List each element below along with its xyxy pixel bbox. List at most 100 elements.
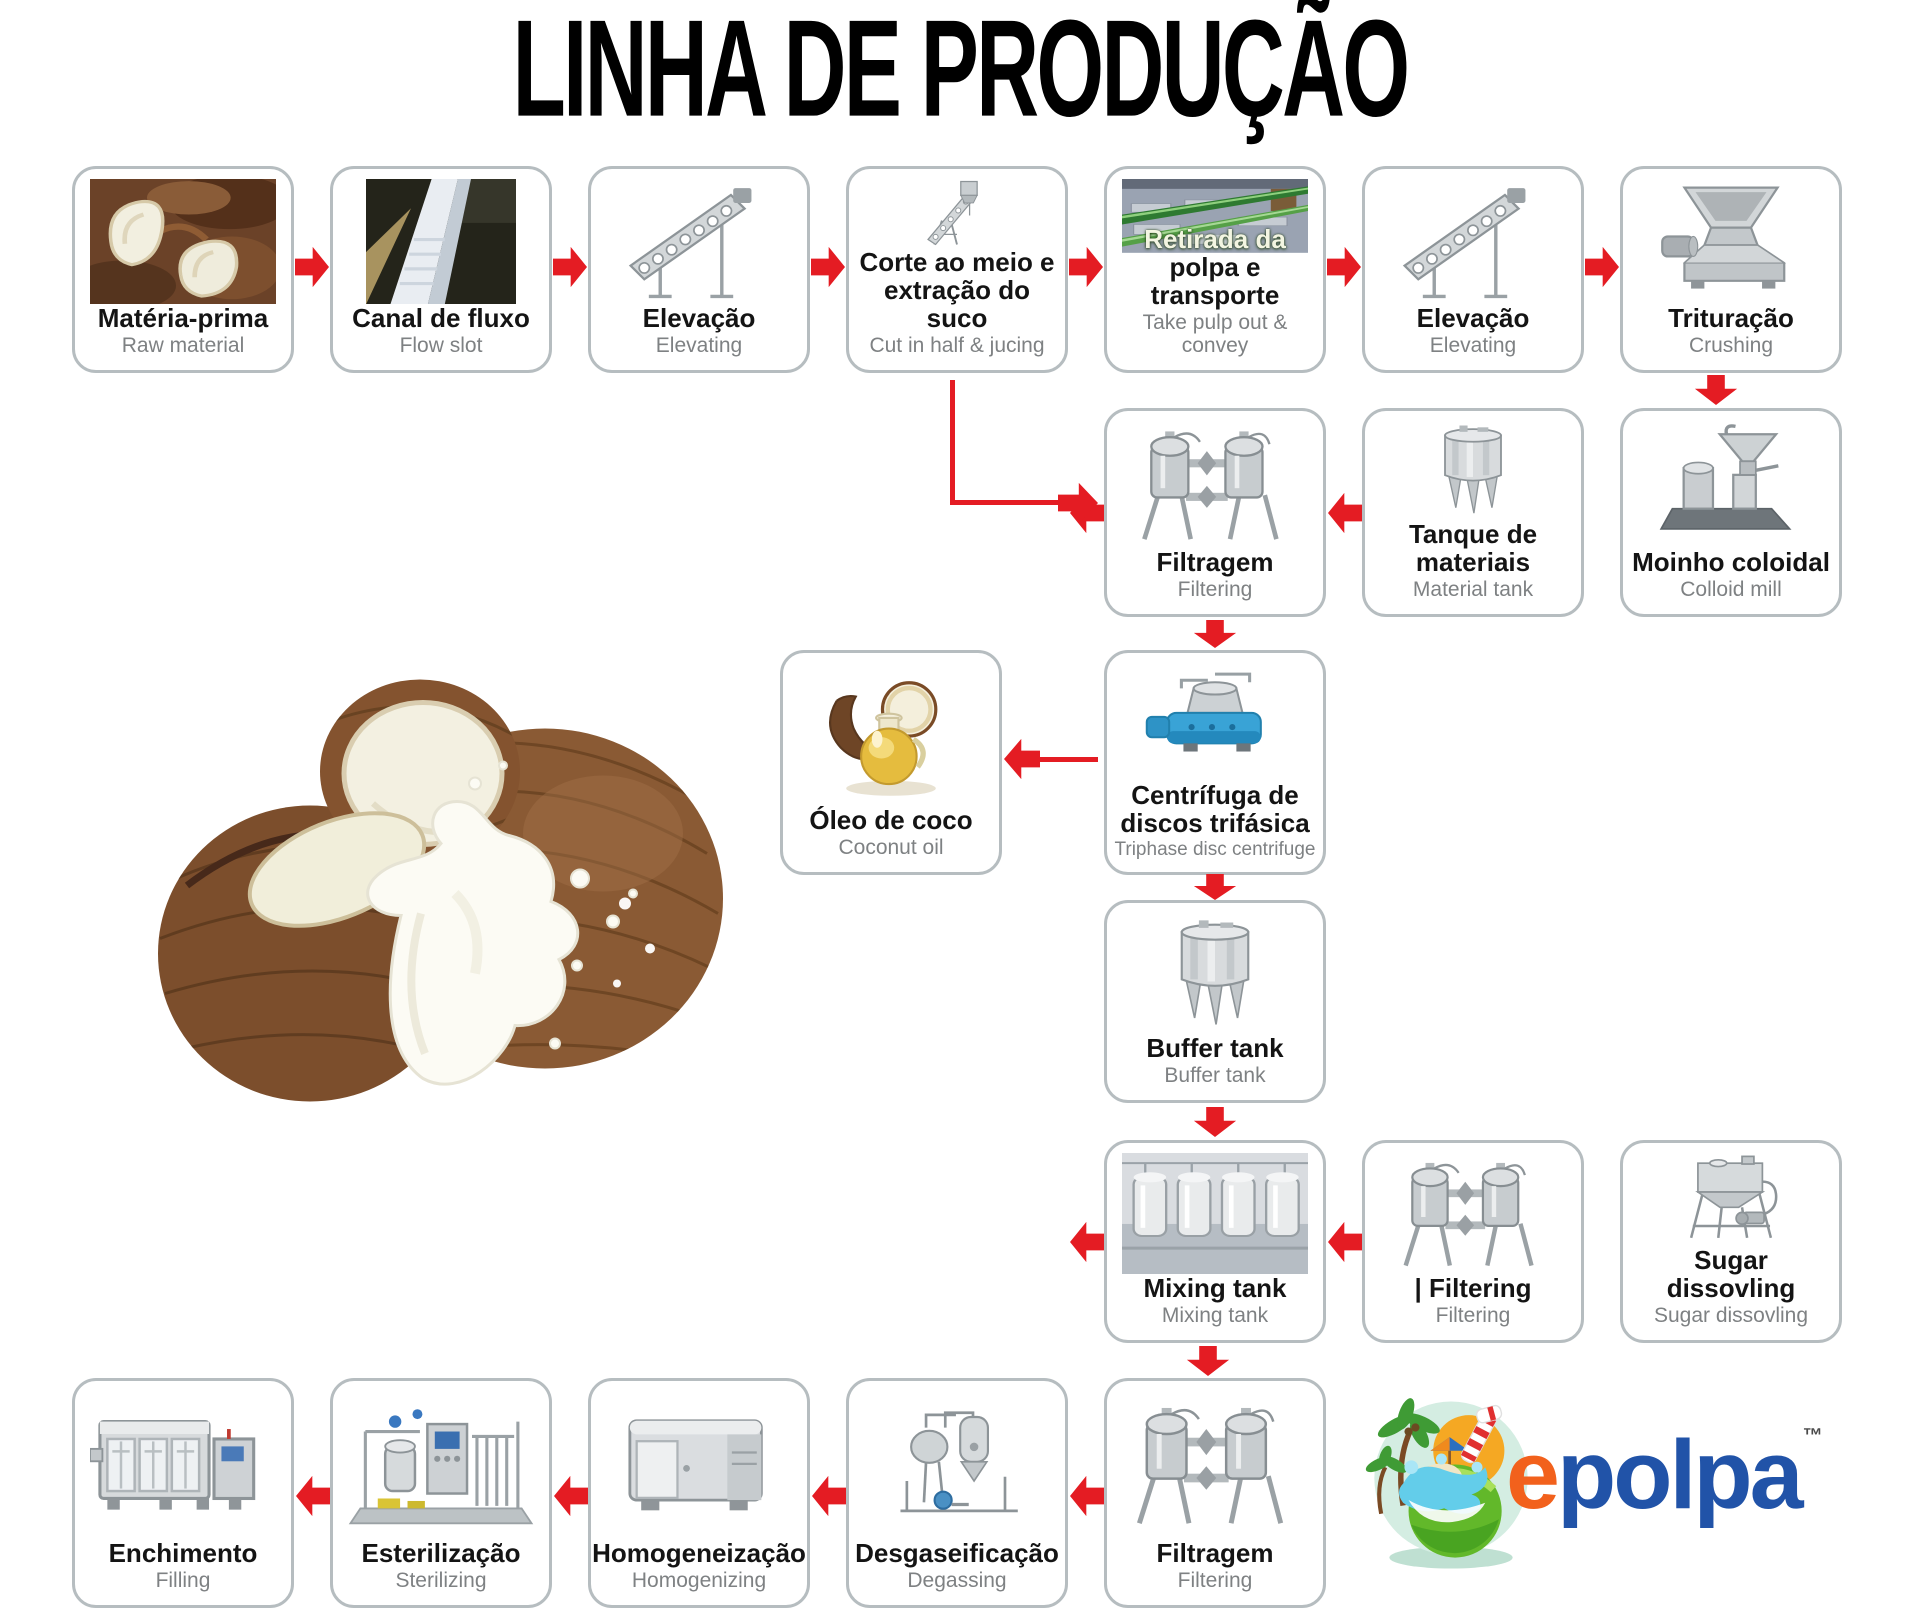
node-subtitle: Flow slot (399, 334, 483, 358)
flow-arrow-right-6 (1585, 246, 1619, 288)
node-title: Filtragem (1156, 1538, 1274, 1569)
node-subtitle: Sugar dissovling (1653, 1304, 1809, 1328)
node-title: | Filtering (1414, 1273, 1532, 1304)
flow-arrow-down-crushing (1694, 375, 1738, 405)
node-centrifuge: Centrífuga de discos trifásica Triphase … (1104, 650, 1326, 875)
trademark-symbol: ™ (1802, 1425, 1823, 1447)
node-coconut-oil: Óleo de coco Coconut oil (780, 650, 1002, 875)
node-title: Enchimento (108, 1538, 258, 1569)
elevating-conveyor-icon (1371, 179, 1575, 304)
page-title: LINHA DE PRODUÇÃO (512, 0, 1410, 146)
node-subtitle: Sterilizing (395, 1569, 487, 1593)
node-subtitle: Mixing tank (1161, 1304, 1269, 1328)
node-title: Matéria-prima (97, 303, 269, 334)
flow-connector-horizontal (950, 500, 1066, 505)
node-subtitle: Filtering (1177, 1569, 1253, 1593)
flow-arrow-left-filter-mixing (1070, 1221, 1104, 1263)
node-filling: Enchimento Filling (72, 1378, 294, 1608)
coconut-oil-photo (789, 663, 993, 806)
node-title: Desgaseificação (855, 1538, 1059, 1569)
node-subtitle: Filtering (1177, 578, 1253, 602)
flow-arrow-left-sugar-filter (1328, 1221, 1362, 1263)
node-mixing-tank: Mixing tank Mixing tank (1104, 1140, 1326, 1343)
flow-connector-oil-line (1036, 757, 1098, 762)
node-subtitle: Homogenizing (631, 1569, 767, 1593)
flow-arrow-left-mill-tank (1328, 492, 1362, 534)
flow-arrow-down-filter-centrifuge (1193, 620, 1237, 648)
node-filtering-1: Filtragem Filtering (1104, 408, 1326, 617)
buffer-tank-icon (1113, 913, 1317, 1034)
raw-material-photo (81, 179, 285, 305)
logo-letter-e: e (1506, 1420, 1560, 1529)
flow-connector-vertical (950, 380, 955, 504)
node-title: Canal de fluxo (352, 303, 530, 334)
node-title: Buffer tank (1146, 1033, 1284, 1064)
node-subtitle: Degassing (907, 1569, 1007, 1593)
node-title: Óleo de coco (809, 805, 973, 836)
node-filtering-3: Filtragem Filtering (1104, 1378, 1326, 1608)
node-subtitle: Filling (155, 1569, 211, 1593)
flow-arrow-down-centrifuge-buffer (1193, 874, 1237, 900)
crusher-icon (1629, 179, 1833, 304)
pulp-overlay-caption: Retirada da (1144, 223, 1286, 253)
pulp-convey-photo: Retirada da (1113, 179, 1317, 253)
flow-arrow-right-3 (811, 246, 845, 288)
node-subtitle: Elevating (655, 334, 743, 358)
coconut-milk-hero-image (158, 679, 723, 1102)
straw-icon (1460, 1404, 1503, 1464)
node-colloid-mill: Moinho coloidal Colloid mill (1620, 408, 1842, 617)
sugar-dissolver-icon (1629, 1153, 1833, 1246)
flow-arrow-right-2 (553, 246, 587, 288)
node-title: Sugar dissovling (1666, 1245, 1796, 1304)
node-subtitle: Colloid mill (1680, 578, 1782, 602)
flow-slot-photo (339, 179, 543, 305)
filter-vessels-icon (1371, 1153, 1575, 1274)
disc-centrifuge-icon (1113, 663, 1317, 781)
homogenizer-icon (597, 1391, 801, 1539)
node-elevation-2: Elevação Elevating (1362, 166, 1584, 373)
node-homogenizing: Homogeneização Homogenizing (588, 1378, 810, 1608)
material-tank-icon (1371, 421, 1575, 520)
filter-vessels-icon (1113, 421, 1317, 548)
filter-vessels-icon (1113, 1391, 1317, 1539)
node-cut-juicing: Corte ao meio e extração do suco Cut in … (846, 166, 1068, 373)
node-buffer-tank: Buffer tank Buffer tank (1104, 900, 1326, 1103)
node-title: Homogeneização (592, 1538, 806, 1569)
node-title: Moinho coloidal (1632, 547, 1830, 578)
node-sugar-dissolving: Sugar dissovling Sugar dissovling (1620, 1140, 1842, 1343)
node-title: Esterilização (361, 1538, 521, 1569)
node-subtitle: Triphase disc centrifuge (1114, 838, 1316, 860)
mixing-tank-photo (1113, 1153, 1317, 1275)
flow-arrow-right-5 (1327, 246, 1361, 288)
node-title: Tanque de materiais (1408, 519, 1538, 578)
node-subtitle: Material tank (1412, 578, 1534, 602)
filling-machine-icon (81, 1391, 285, 1539)
node-title: Elevação (642, 303, 756, 334)
cut-juicing-machine-icon (855, 179, 1059, 248)
epolpa-coconut-icon (1365, 1398, 1528, 1569)
node-title: polpa e transporte (1150, 251, 1280, 310)
sterilizer-icon (339, 1391, 543, 1539)
flow-arrow-down-mixing-filter (1186, 1346, 1230, 1376)
node-filtering-2: | Filtering Filtering (1362, 1140, 1584, 1343)
elevating-conveyor-icon (597, 179, 801, 304)
degasser-icon (855, 1391, 1059, 1539)
node-title: Elevação (1416, 303, 1530, 334)
node-flow-slot: Canal de fluxo Flow slot (330, 166, 552, 373)
flow-arrow-left-degas-homog (812, 1475, 846, 1517)
node-sterilizing: Esterilização Sterilizing (330, 1378, 552, 1608)
flow-arrow-left-steril-fill (296, 1475, 330, 1517)
node-subtitle: Filtering (1435, 1304, 1511, 1328)
flow-arrow-right-4 (1069, 246, 1103, 288)
node-subtitle: Buffer tank (1164, 1064, 1266, 1088)
node-title: Mixing tank (1143, 1273, 1287, 1304)
node-title: Centrífuga de discos trifásica (1120, 779, 1310, 838)
colloid-mill-icon (1629, 421, 1833, 548)
node-subtitle: Crushing (1688, 334, 1774, 358)
splash-icon (1398, 1453, 1488, 1523)
node-title: Corte ao meio e extração do suco (859, 247, 1055, 334)
beach-umbrella-icon (1430, 1437, 1469, 1465)
